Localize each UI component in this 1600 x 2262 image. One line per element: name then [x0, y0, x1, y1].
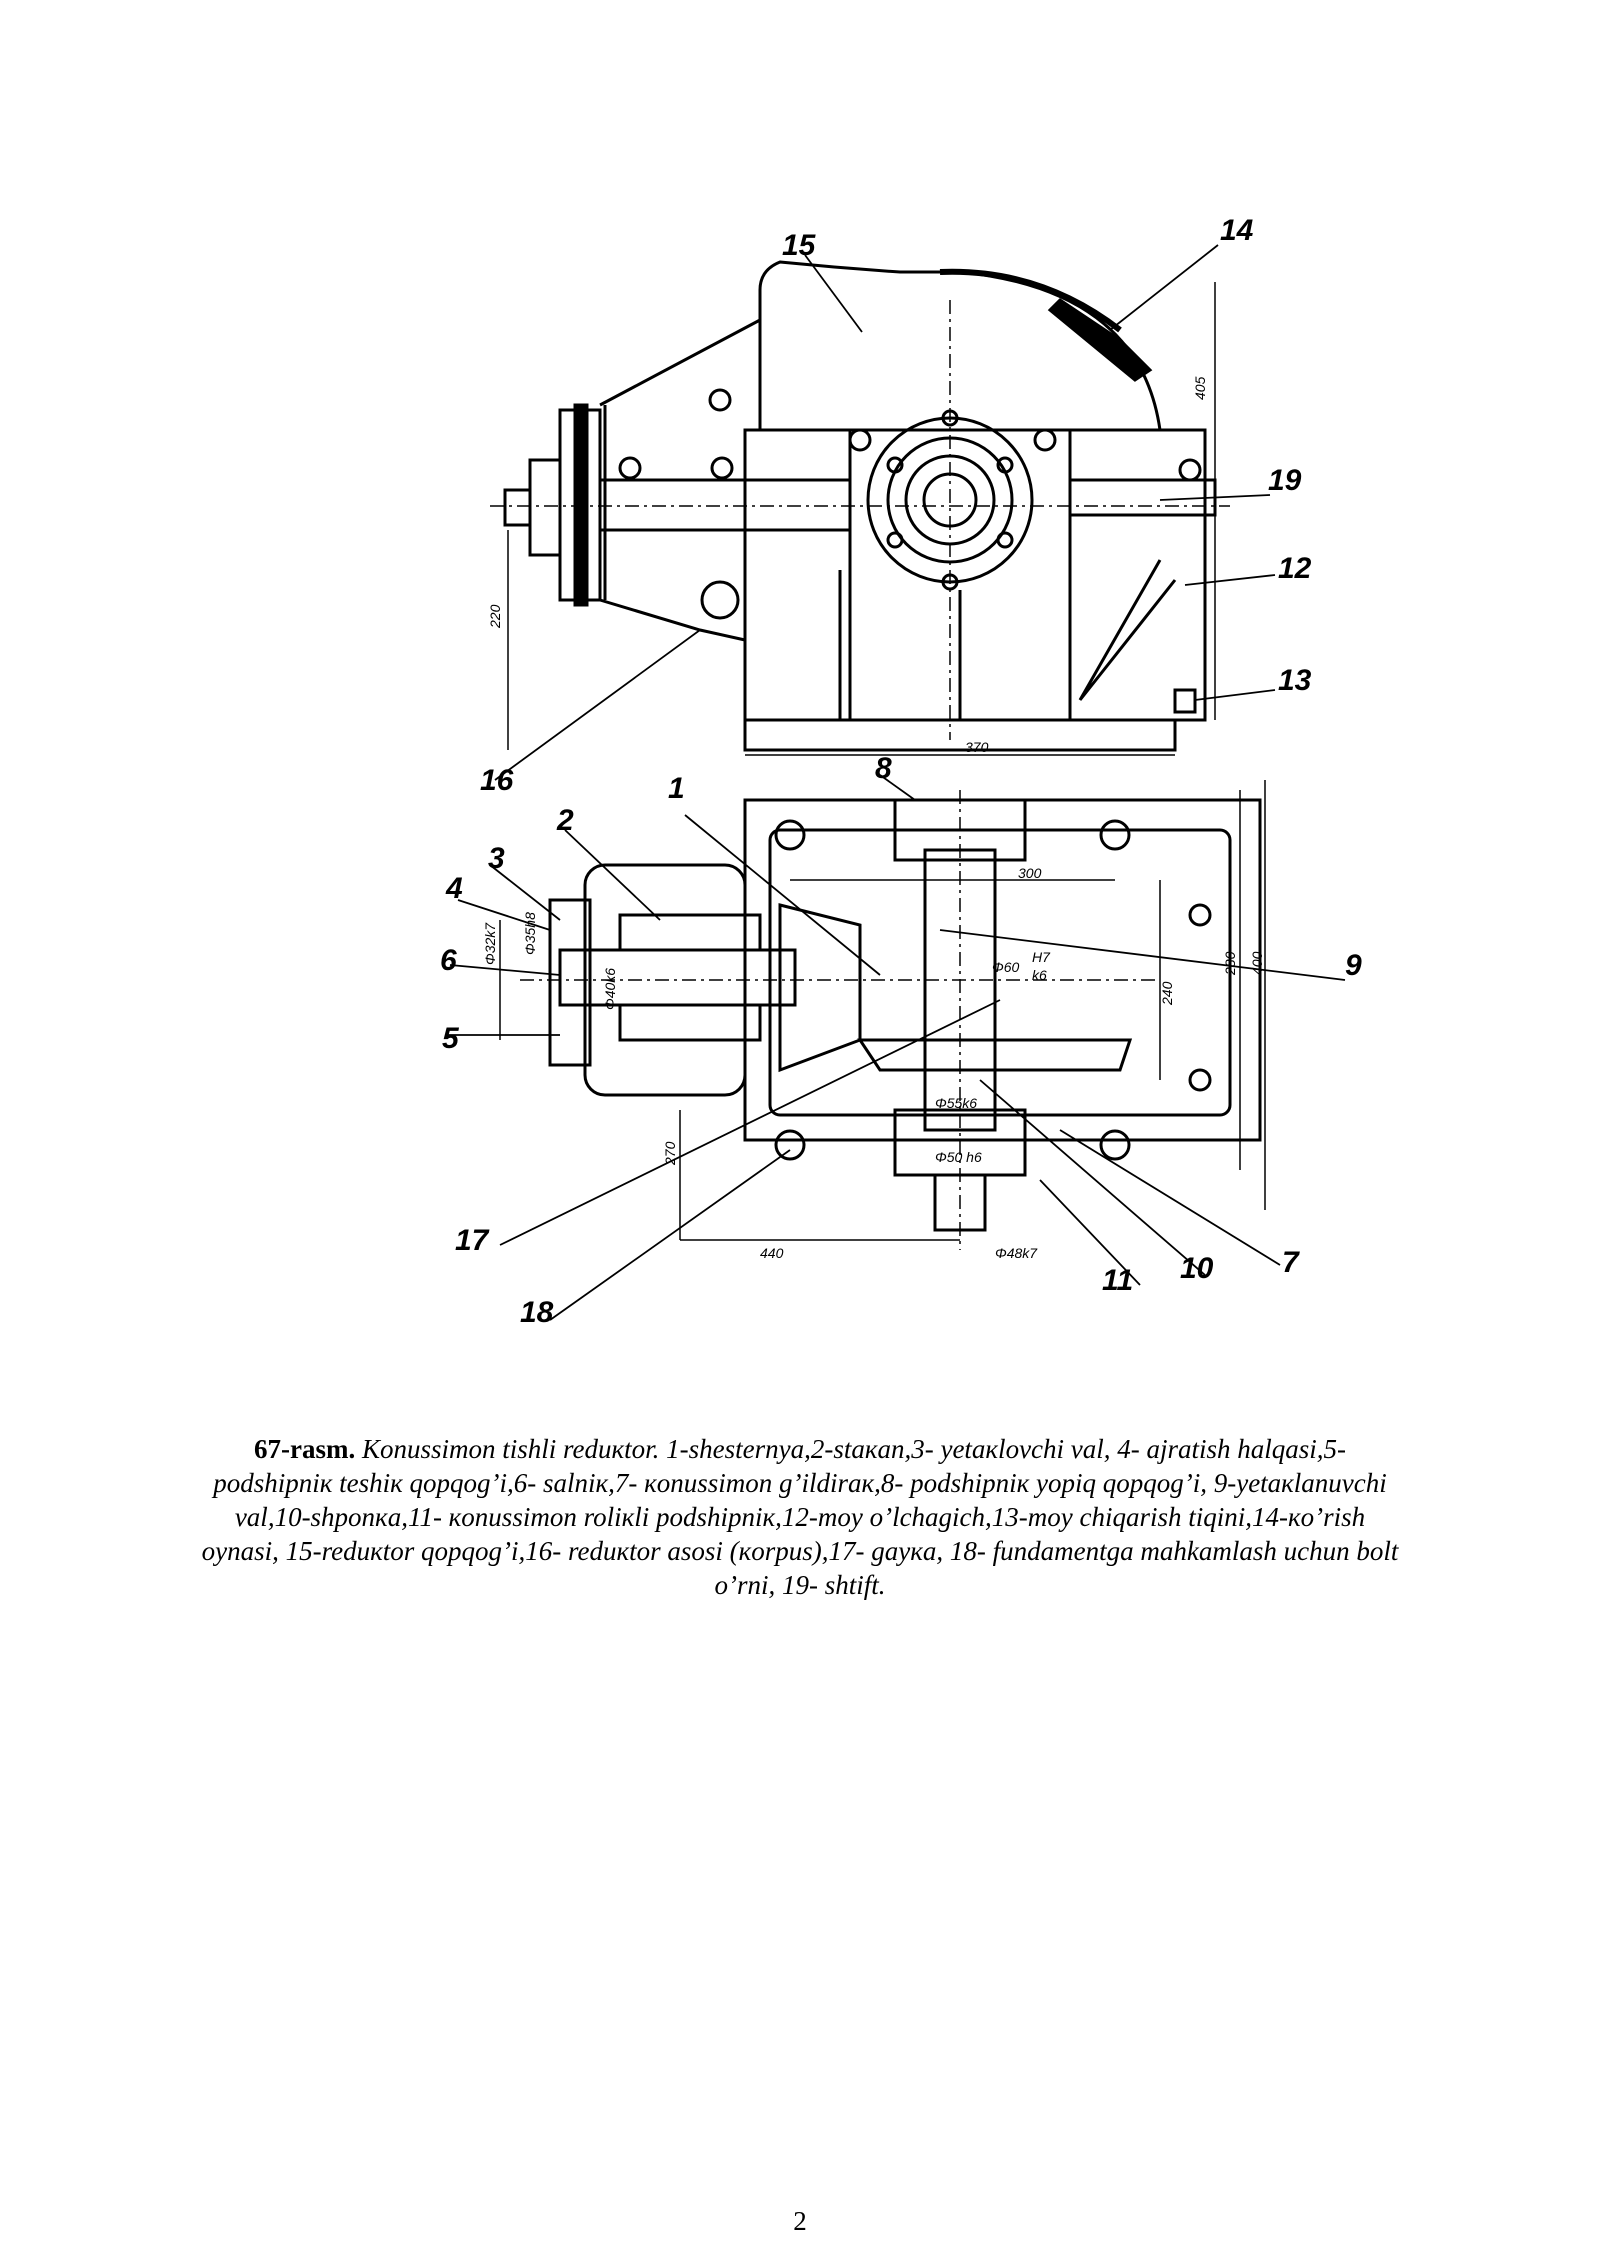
- part-label-1: 1: [668, 772, 685, 805]
- dim-405: 405: [1192, 376, 1208, 400]
- pinion: [778, 903, 862, 1073]
- dim-fit-k6: k6: [1032, 967, 1047, 983]
- bolt-seat: [700, 580, 740, 620]
- part-label-13: 13: [1278, 664, 1312, 697]
- dim-phi48: Φ48k7: [995, 1245, 1038, 1261]
- dim-220: 220: [487, 604, 503, 629]
- bolt-hole: [708, 388, 732, 412]
- input-shaft: [558, 948, 797, 1007]
- part-label-2: 2: [556, 804, 574, 837]
- dim-phi40: Φ40k6: [602, 968, 618, 1010]
- sight-window: [1047, 298, 1153, 382]
- page-number: 2: [793, 2206, 807, 2236]
- dim-280: 280: [1222, 951, 1238, 976]
- part-label-11: 11: [1102, 1264, 1133, 1297]
- part-label-15: 15: [782, 229, 817, 262]
- part-label-7: 7: [1282, 1246, 1300, 1279]
- part-label-16: 16: [480, 764, 514, 797]
- part-label-9: 9: [1345, 949, 1362, 982]
- drain-plug: [1173, 688, 1197, 714]
- dim-240: 240: [1159, 981, 1175, 1006]
- part-label-4: 4: [445, 872, 463, 905]
- bevel-gear: [857, 1038, 1133, 1072]
- figure-number: 67-rasm.: [253, 1434, 356, 1464]
- part-label-5: 5: [442, 1022, 460, 1055]
- dim-phi60: Φ60: [992, 959, 1020, 975]
- dim-phi32: Φ32k7: [482, 922, 498, 965]
- dim-phi50: Φ50 h6: [935, 1149, 982, 1165]
- part-label-8: 8: [875, 752, 892, 785]
- dim-fit-h7: H7: [1032, 949, 1051, 965]
- dim-400: 400: [1249, 951, 1265, 975]
- gearbox-drawing: 1 2 3 4 5 6 7 8 9 10 11 12 13 14 15 16 1…: [440, 214, 1362, 1329]
- part-label-17: 17: [455, 1224, 490, 1257]
- leader-lines: [445, 244, 1346, 1321]
- part-label-10: 10: [1180, 1252, 1214, 1285]
- dim-440: 440: [760, 1245, 784, 1261]
- dim-370: 370: [965, 739, 989, 755]
- dim-phi55: Φ55k6: [935, 1095, 977, 1111]
- figure-caption: 67-rasm. Konussimon tishli reduкtor. 1-s…: [195, 1432, 1405, 1602]
- part-label-19: 19: [1268, 464, 1302, 497]
- dim-phi35: Φ35h8: [522, 912, 538, 955]
- part-label-6: 6: [440, 944, 457, 977]
- reducer-base: [743, 718, 1177, 752]
- elevation-view: [490, 260, 1230, 756]
- part-label-18: 18: [520, 1296, 554, 1329]
- part-label-14: 14: [1220, 214, 1254, 247]
- oil-gauge: [1078, 559, 1177, 701]
- plan-view: [499, 780, 1266, 1250]
- part-label-3: 3: [488, 842, 505, 875]
- dim-300: 300: [1018, 865, 1042, 881]
- part-label-12: 12: [1278, 552, 1312, 585]
- dim-270: 270: [662, 1141, 678, 1166]
- figure-caption-text: Konussimon tishli reduкtor. 1-shesternya…: [201, 1434, 1399, 1600]
